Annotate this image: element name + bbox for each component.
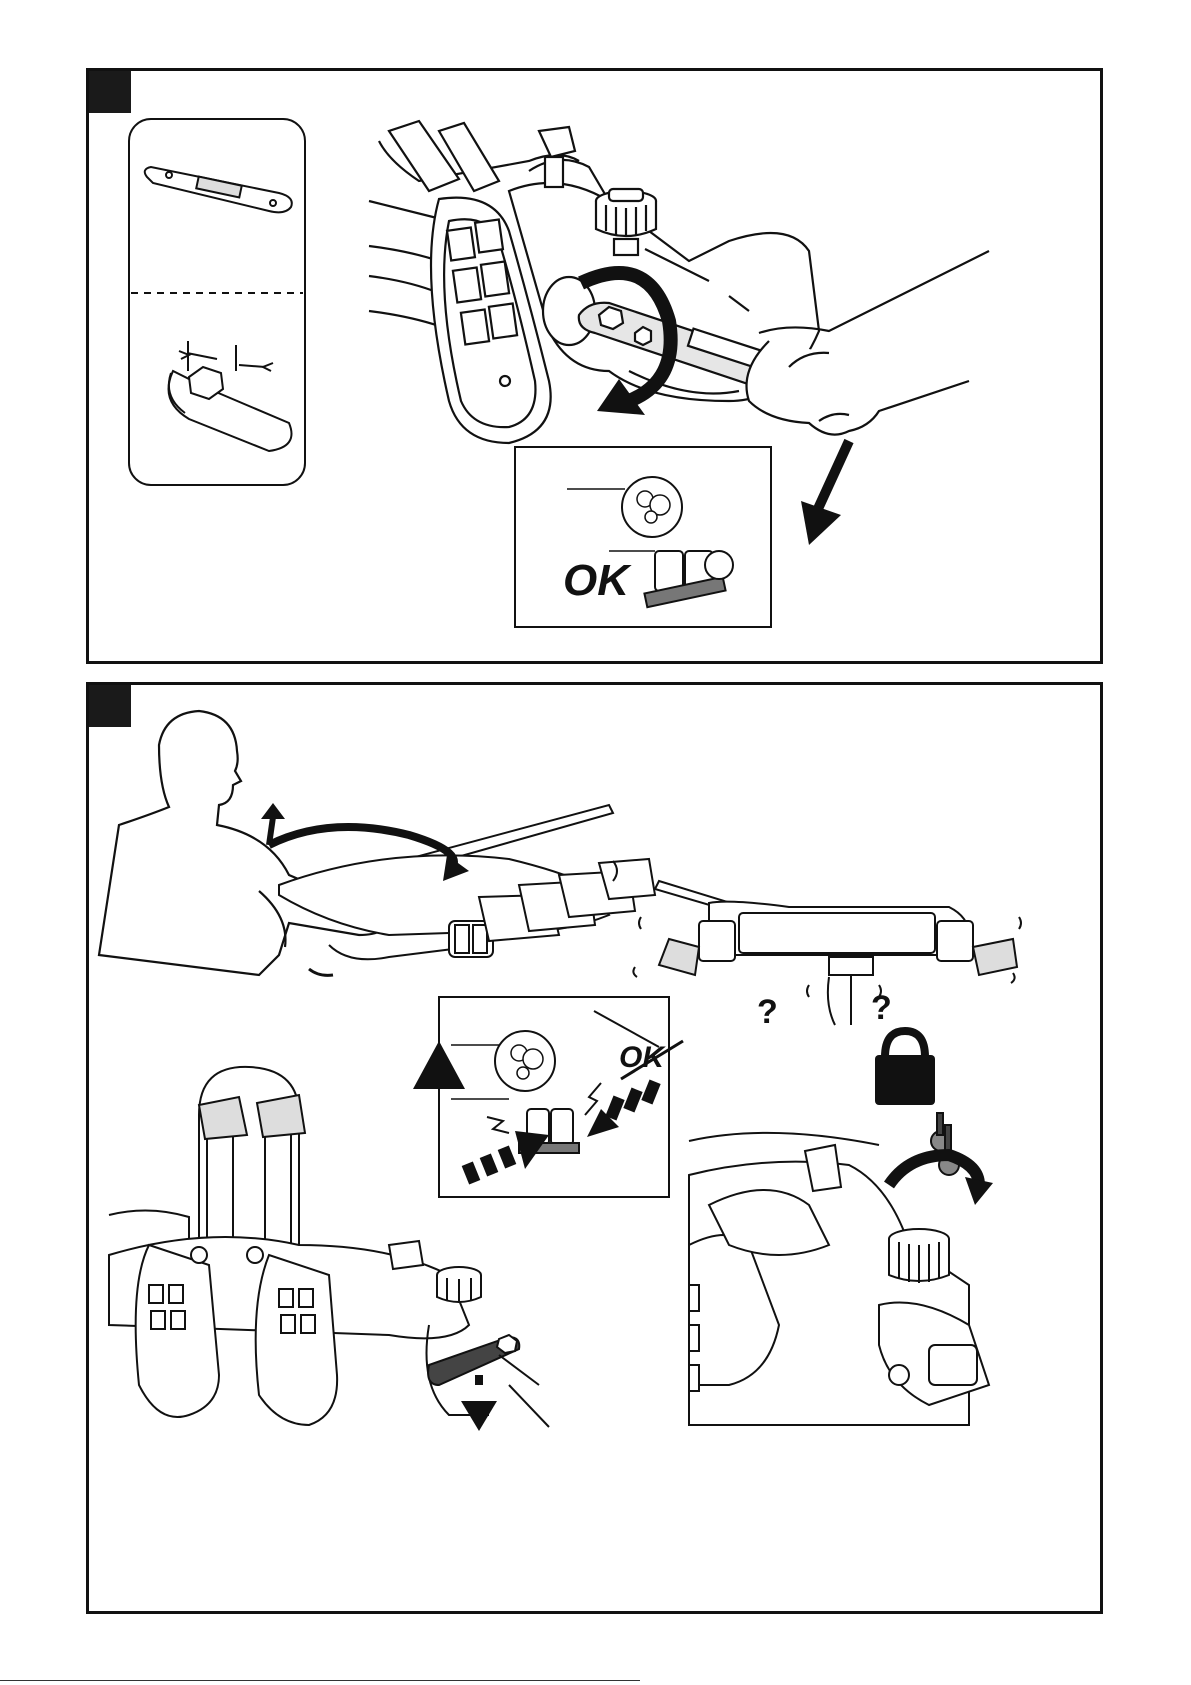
instruction-panel-2: ? ?: [86, 682, 1103, 1614]
panel-2-illustration: ? ?: [89, 685, 1100, 1611]
instruction-panel-1: OK: [86, 68, 1103, 664]
cross-out-mark: [613, 1035, 693, 1085]
rack-front-view: [655, 881, 1017, 1025]
footer-rule: [0, 1680, 640, 1681]
hex-nut-icon: [169, 341, 292, 451]
ok-label: OK: [563, 559, 629, 603]
person-icon: [99, 711, 389, 975]
question-mark-icon: ?: [871, 989, 892, 1027]
lock-detail-view: [689, 1133, 989, 1425]
warning-callout-box: [413, 997, 669, 1197]
key-icon: [931, 1113, 959, 1175]
tension-knob: [889, 1229, 949, 1283]
question-mark-icon: ?: [757, 993, 778, 1031]
down-arrow-icon: [801, 441, 849, 545]
ok-callout-box: [515, 447, 771, 627]
down-arrow-icon: [461, 1375, 497, 1431]
tool-inset: [129, 119, 305, 485]
padlock-icon: [875, 1031, 935, 1105]
wrench-icon: [145, 167, 292, 212]
tension-knob: [437, 1267, 481, 1303]
